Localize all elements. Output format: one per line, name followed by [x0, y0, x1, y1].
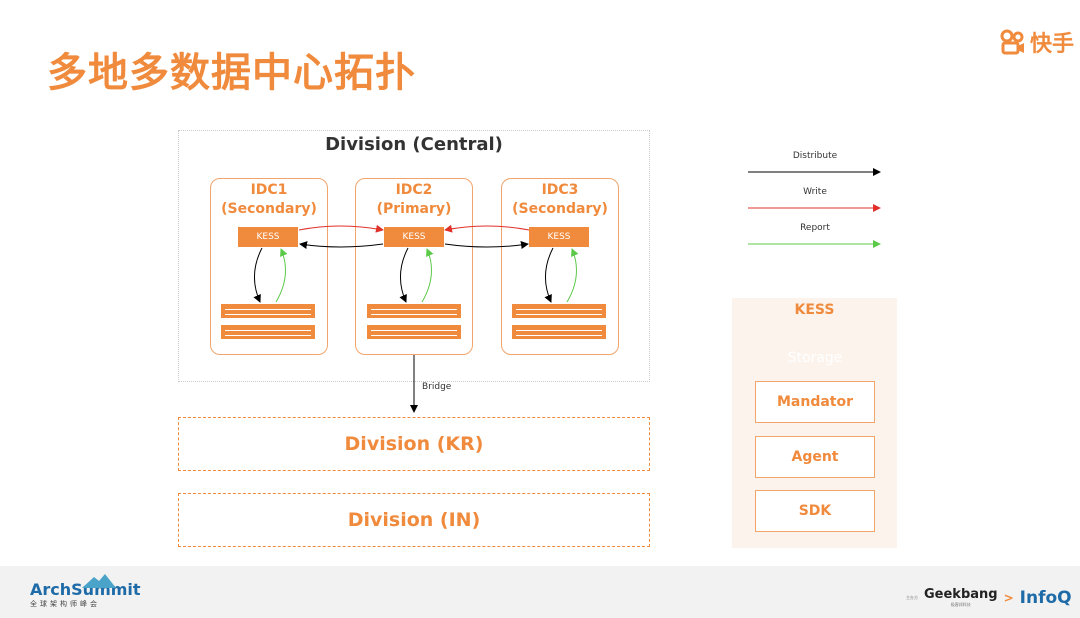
- archsummit-logo-subtext: 全球架构师峰会: [30, 600, 100, 608]
- idc-role: (Secondary): [512, 201, 608, 217]
- division-in-box: Division (IN): [178, 493, 650, 547]
- brand-logo-text: 快手: [1030, 32, 1075, 57]
- page-title: 多地多数据中心拓扑: [47, 50, 416, 96]
- write-arrow-2: [444, 224, 530, 233]
- organizer-label: 主办方: [906, 594, 918, 600]
- write-arrow-1: [298, 224, 384, 233]
- geekbang-logo-text: Geekbang: [924, 587, 998, 602]
- idc-title-3: IDC3 (Secondary): [501, 181, 619, 219]
- legend-label-distribute: Distribute: [792, 151, 838, 161]
- idc-role: (Secondary): [221, 201, 317, 217]
- mandator-box: Mandator: [755, 381, 875, 423]
- report-arrow-up-3: [566, 248, 579, 303]
- idc-name: IDC1: [250, 182, 288, 198]
- storage-bar: [221, 325, 315, 339]
- distribute-arrow-down-1: [253, 247, 263, 303]
- geekbang-arrow-icon: >: [1003, 590, 1014, 605]
- legend-label-report: Report: [800, 223, 830, 233]
- kess-node-2: KESS: [384, 227, 444, 247]
- storage-bar: [512, 325, 606, 339]
- kess-node-3: KESS: [529, 227, 589, 247]
- infoq-logo: InfoQ: [1019, 587, 1072, 608]
- storage-bar: [367, 304, 461, 318]
- storage-bar: [221, 304, 315, 318]
- legend-label-write: Write: [803, 187, 827, 197]
- idc-title-2: IDC2 (Primary): [355, 181, 473, 219]
- division-kr-box: Division (KR): [178, 417, 650, 471]
- archsummit-logo: ArchSummit 全球架构师峰会: [30, 574, 141, 609]
- storage-label: Storage: [787, 350, 843, 366]
- idc-name: IDC3: [541, 182, 579, 198]
- distribute-arrow-down-2: [399, 247, 409, 303]
- bridge-label: Bridge: [422, 382, 452, 392]
- storage-bar: [512, 304, 606, 318]
- kess-panel-title: KESS: [794, 302, 835, 318]
- kess-node-1: KESS: [238, 227, 298, 247]
- storage-bar: [367, 325, 461, 339]
- idc-role: (Primary): [376, 201, 452, 217]
- central-division-title: Division (Central): [325, 134, 503, 155]
- distribute-arrow-2: [444, 241, 529, 249]
- distribute-arrow-1: [299, 241, 384, 249]
- idc-title-1: IDC1 (Secondary): [210, 181, 328, 219]
- agent-box: Agent: [755, 436, 875, 478]
- footer-bar: [0, 566, 1080, 618]
- geekbang-logo: Geekbang 极客邦科技: [924, 587, 998, 608]
- kuaishou-logo-icon: [1000, 29, 1024, 55]
- geekbang-logo-subtext: 极客邦科技: [950, 602, 971, 607]
- report-arrow-up-1: [275, 248, 288, 303]
- report-arrow-up-2: [421, 248, 434, 303]
- sponsor-logos: 主办方 Geekbang 极客邦科技 > InfoQ: [906, 587, 1072, 608]
- idc-name: IDC2: [395, 182, 433, 198]
- distribute-arrow-down-3: [544, 247, 554, 303]
- brand-logo: 快手: [1000, 26, 1074, 58]
- sdk-box: SDK: [755, 490, 875, 532]
- mountain-icon: [82, 574, 116, 588]
